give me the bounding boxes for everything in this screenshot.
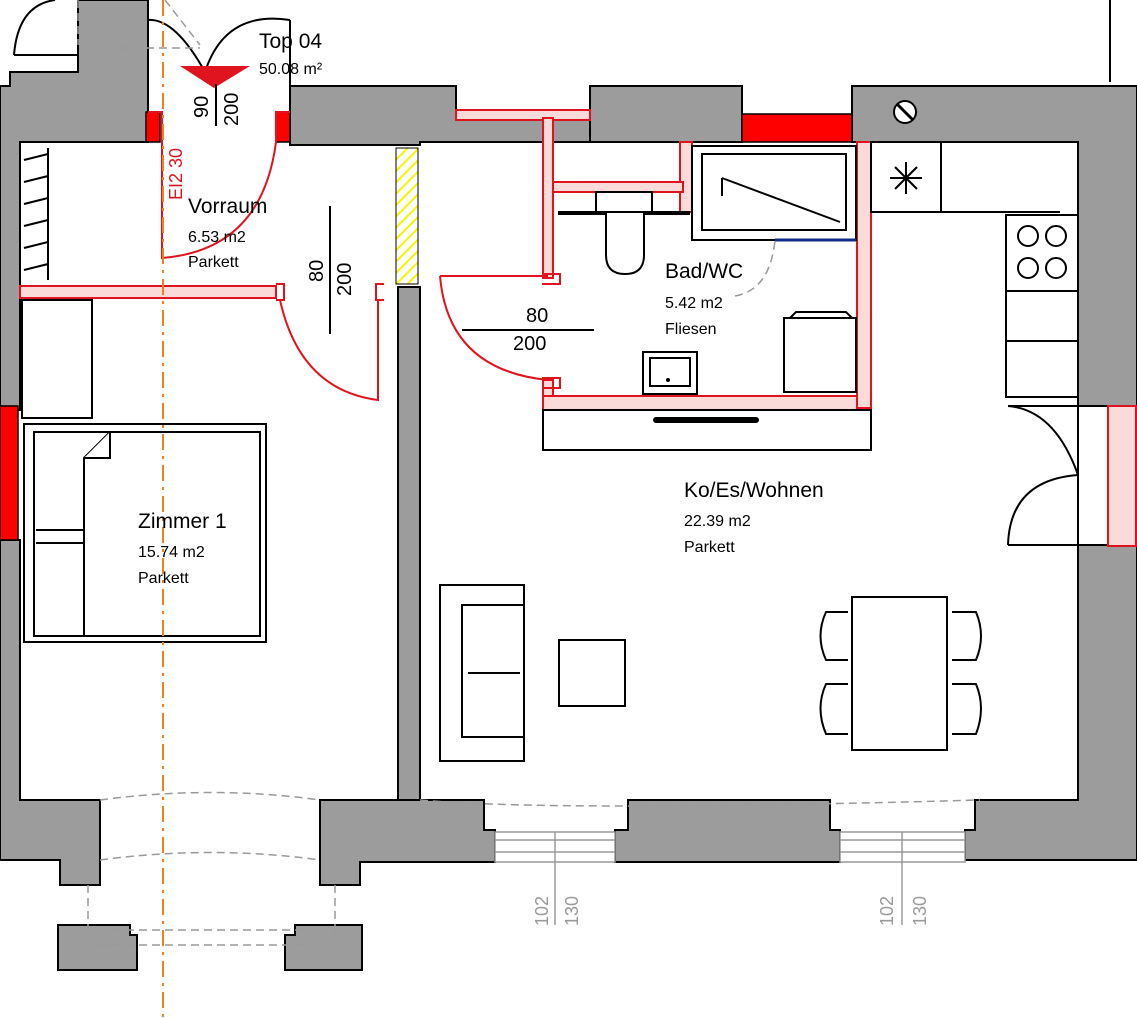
wardrobe xyxy=(23,148,49,280)
window-left-dim-a: 102 xyxy=(532,896,552,926)
hatched-wall-opening xyxy=(395,147,419,285)
room-floor-vorraum: Parkett xyxy=(188,254,239,271)
room-name-vorraum: Vorraum xyxy=(188,195,267,218)
door-jambs xyxy=(148,111,561,389)
meter-icon xyxy=(893,100,917,124)
room-floor-bad: Fliesen xyxy=(665,321,717,338)
room-area-vorraum: 6.53 m2 xyxy=(188,229,246,246)
room-name-bad: Bad/WC xyxy=(665,260,743,283)
room-floor-wohnen: Parkett xyxy=(684,539,735,556)
structural-walls xyxy=(0,0,1137,971)
extractor-fan-icon xyxy=(890,162,922,194)
balcony-door xyxy=(1007,405,1079,546)
room-area-zimmer1: 15.74 m2 xyxy=(138,544,205,561)
sideboard xyxy=(542,409,872,451)
entrance-arrow-icon xyxy=(180,66,250,88)
fire-rating-label: EI2 30 xyxy=(166,148,186,200)
room-area-wohnen: 22.39 m2 xyxy=(684,513,751,530)
coffee-table xyxy=(558,639,626,707)
new-partition-walls xyxy=(19,109,1137,547)
windows xyxy=(87,791,981,946)
kitchen xyxy=(870,141,1079,398)
window-left-dim-b: 130 xyxy=(562,896,582,926)
room-floor-zimmer1: Parkett xyxy=(138,570,189,587)
window-right-dim-b: 130 xyxy=(910,896,930,926)
sofa xyxy=(439,584,525,762)
dining-table xyxy=(819,596,982,751)
room-area-bad: 5.42 m2 xyxy=(665,295,723,312)
bed xyxy=(21,299,267,643)
fire-wall-blocks xyxy=(0,111,853,541)
room-name-wohnen: Ko/Es/Wohnen xyxy=(684,479,824,502)
unit-area: 50.08 m² xyxy=(259,61,323,78)
unit-name: Top 04 xyxy=(259,30,322,53)
entrance-door-height: 200 xyxy=(221,93,243,126)
vorraum-door-height: 200 xyxy=(334,263,356,296)
bathroom-fixtures xyxy=(558,145,857,395)
vorraum-door-swing xyxy=(279,299,379,402)
bad-door-height: 200 xyxy=(513,333,546,355)
bad-door-width: 80 xyxy=(526,305,548,327)
bad-door-swing xyxy=(439,275,549,381)
room-name-zimmer1: Zimmer 1 xyxy=(138,510,227,533)
vorraum-door-width: 80 xyxy=(306,260,328,282)
entrance-door-width: 90 xyxy=(191,96,213,118)
window-right-dim-a: 102 xyxy=(877,896,897,926)
entrance-door xyxy=(13,0,291,260)
tv xyxy=(653,417,759,423)
